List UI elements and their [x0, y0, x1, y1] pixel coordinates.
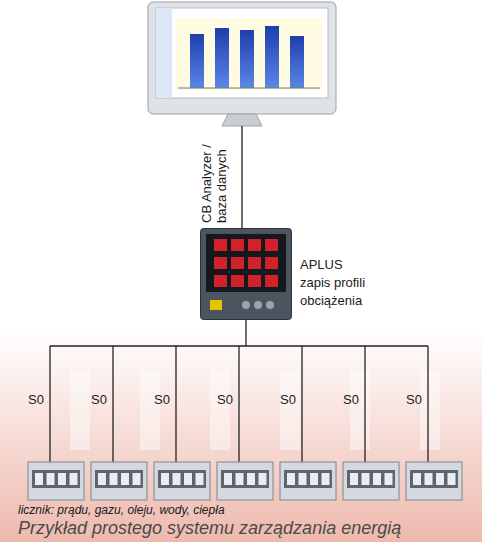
meter-icon [280, 462, 336, 500]
meters [28, 462, 462, 500]
link-wire [241, 126, 242, 228]
meter-icon [91, 462, 147, 500]
meter-icon [406, 462, 462, 500]
signal-name: S0 [142, 392, 170, 407]
signal-name: S0 [205, 392, 233, 407]
meter-icon [28, 462, 84, 500]
device-label: APLUS zapis profili obciążenia [300, 256, 374, 310]
meter-icon [343, 462, 399, 500]
meter-note: licznik: prądu, gazu, oleju, wody, ciepł… [18, 503, 458, 518]
meter-device: APLUS zapis profili obciążenia [200, 228, 378, 320]
meter-icon [217, 462, 273, 500]
signal-name: S0 [16, 392, 44, 407]
signal-name: S0 [394, 392, 422, 407]
signal-name: S0 [79, 392, 107, 407]
background-band [0, 330, 482, 542]
signal-name: S0 [268, 392, 296, 407]
link-label: CB Analyzer / baza danych [199, 131, 229, 223]
computer-monitor [148, 2, 336, 126]
meter-icon [154, 462, 210, 500]
decor-pillars [70, 370, 440, 450]
signal-name: S0 [331, 392, 359, 407]
device-panel [200, 228, 292, 320]
s0-bus [50, 320, 428, 462]
figure-caption: Przykład prostego systemu zarządzania en… [18, 518, 478, 538]
